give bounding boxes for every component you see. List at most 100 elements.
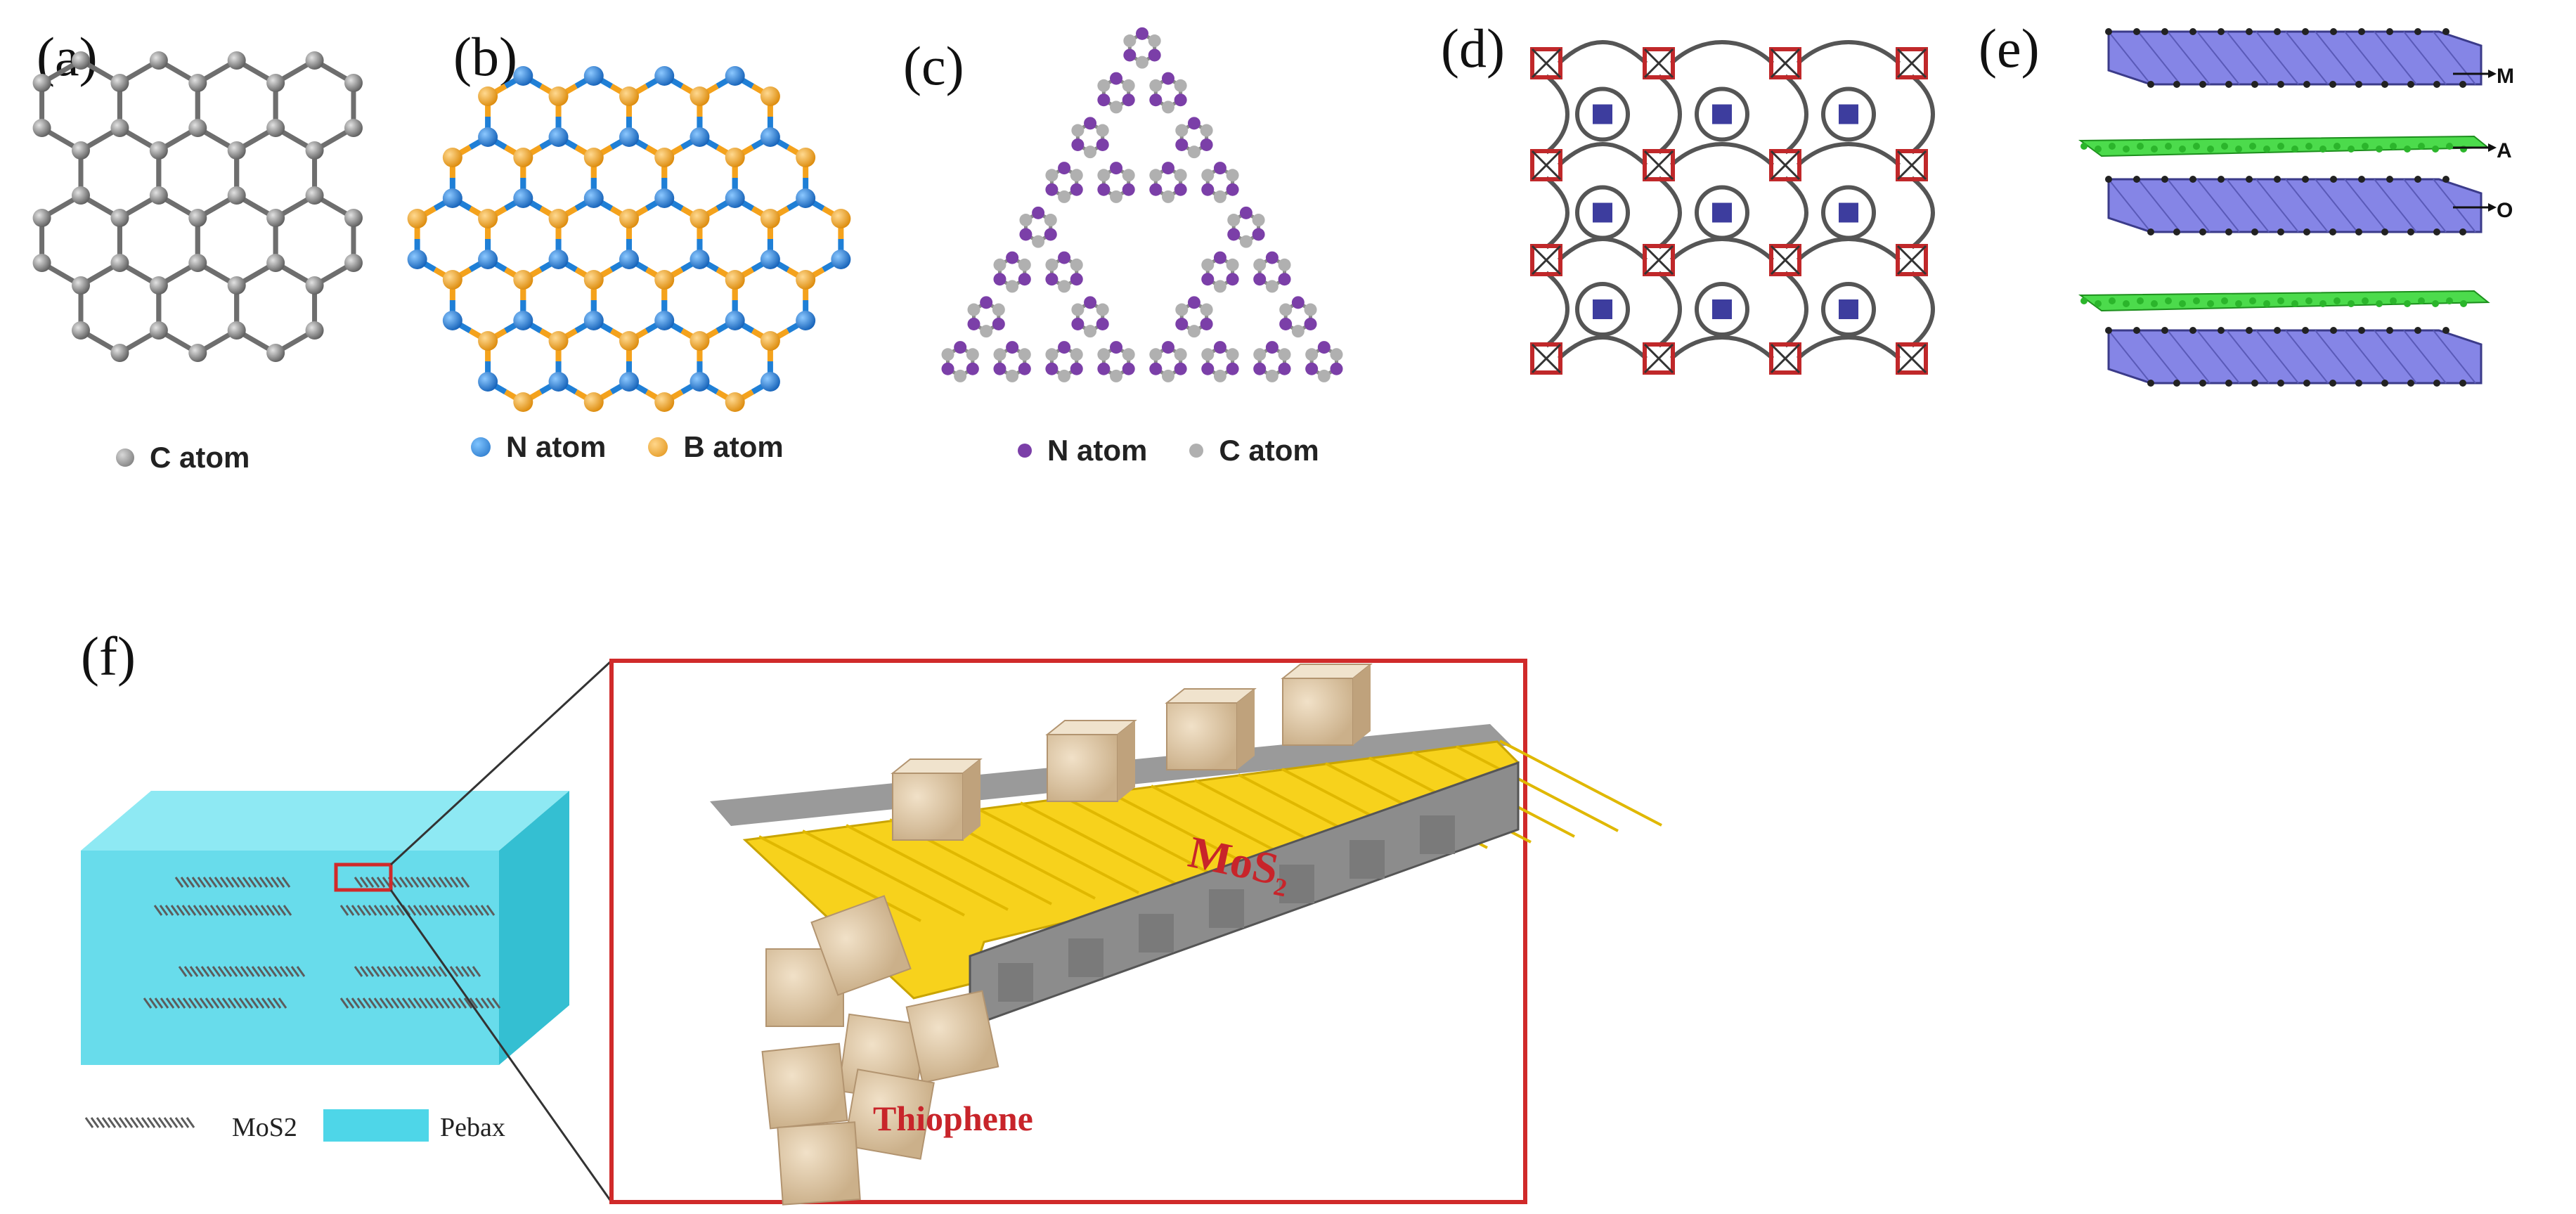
a-atom	[2334, 143, 2341, 150]
mos2-stripe	[187, 905, 197, 916]
n-atom	[760, 127, 780, 147]
mos2-stripe	[221, 997, 231, 1009]
b-atom	[513, 148, 533, 167]
layer-edge	[2344, 179, 2388, 233]
mos2-stripe	[429, 905, 439, 916]
a-atom	[2151, 146, 2158, 153]
mos2-stripe	[221, 905, 231, 916]
n-atom	[1070, 183, 1083, 196]
mos2-stripe	[174, 1117, 184, 1128]
mos2-stripe	[424, 905, 434, 916]
layer-edge	[2108, 31, 2151, 85]
mos2-sheet	[174, 877, 291, 888]
surface-atom	[2355, 380, 2362, 387]
octahedral-layer	[2107, 329, 2483, 385]
mos2-stripe	[345, 997, 355, 1009]
mof-linker	[1657, 176, 1682, 250]
a-atom	[2221, 143, 2228, 150]
mos2-stripe	[413, 997, 422, 1009]
mof-linker	[1557, 335, 1648, 361]
c-atom	[1084, 146, 1097, 159]
mos2-stripe	[212, 966, 221, 977]
layer-edge	[2344, 330, 2388, 384]
mos2-stripe	[455, 966, 465, 977]
mos2-stripe	[226, 905, 236, 916]
layer-edge	[2108, 179, 2151, 233]
thiophene-box	[1165, 688, 1257, 770]
mos2-stripe	[370, 877, 380, 888]
surface-atom	[2199, 228, 2206, 235]
b-atom-swatch	[648, 437, 668, 457]
n-atom	[1058, 251, 1071, 264]
conveyor-bracket	[1139, 914, 1174, 953]
metal-node-cross	[1643, 343, 1674, 374]
a-atom	[2193, 143, 2200, 150]
b-atom	[442, 148, 462, 167]
mos2-stripe	[359, 966, 369, 977]
layer-edge	[2137, 31, 2181, 85]
surface-atom	[2161, 327, 2168, 334]
mos2-stripe	[376, 877, 386, 888]
mos2-stripe	[101, 1117, 111, 1128]
layer-edge	[2433, 31, 2476, 85]
c-atom	[1097, 169, 1111, 182]
c-atom	[1187, 325, 1200, 338]
metal-node-cross	[1770, 343, 1801, 374]
n-atom	[1161, 341, 1174, 354]
n-atom	[1071, 138, 1085, 151]
metal-node-cross	[1770, 48, 1801, 79]
n-atom	[442, 188, 462, 208]
n-atom	[583, 66, 604, 86]
n-atom	[478, 372, 498, 392]
mos2-stripe	[206, 966, 216, 977]
mof-linker	[1796, 40, 1901, 65]
mof-linker	[1796, 335, 1901, 361]
n-atom	[1122, 362, 1135, 375]
b-atom	[725, 270, 745, 290]
n-atom	[1045, 362, 1059, 375]
n-atom	[1058, 341, 1071, 354]
mos2-stripe	[181, 905, 191, 916]
mos2-stripe	[247, 877, 257, 888]
surface-atom	[2277, 228, 2284, 235]
mos2-stripe	[351, 997, 361, 1009]
mos2-stripe	[480, 905, 490, 916]
arrow-o-head	[2488, 203, 2497, 212]
mos2-stripe	[432, 966, 442, 977]
c-atom	[1122, 79, 1135, 92]
metal-node	[1896, 149, 1928, 181]
n-atom	[1175, 317, 1189, 330]
surface-atom	[2218, 28, 2225, 35]
n-atom	[1330, 362, 1343, 375]
c-atom	[1201, 348, 1215, 361]
b-atom	[619, 209, 639, 228]
mos2-stripe	[396, 997, 406, 1009]
a-atom	[2207, 146, 2214, 153]
mos2-stripe	[227, 997, 237, 1009]
mos2-stripe	[266, 997, 276, 1009]
c-atom	[1226, 348, 1239, 361]
surface-atom	[2147, 81, 2154, 88]
mof-linker	[1910, 74, 1935, 155]
mos2-stripe	[174, 877, 184, 888]
surface-atom	[2358, 28, 2365, 35]
mos2-stripe	[421, 877, 431, 888]
c-atom	[149, 276, 168, 295]
box-side	[963, 759, 980, 840]
n-atom	[690, 372, 710, 392]
n-atom	[1045, 273, 1059, 286]
n-atom	[1174, 362, 1187, 375]
zoom-highlight-box	[334, 863, 393, 892]
thiophene-falling-label: Thiophene	[873, 1099, 1033, 1138]
mos2-sheet	[143, 997, 287, 1009]
mos2-stripe	[446, 997, 456, 1009]
c-atom	[227, 141, 246, 160]
mof-linker	[1557, 40, 1648, 65]
mof-linker	[1557, 237, 1648, 262]
a-atom	[2193, 297, 2200, 304]
c-atom	[1265, 280, 1279, 293]
layer-edge	[2108, 330, 2151, 384]
mos2-stripe	[393, 966, 403, 977]
c-atom	[1110, 101, 1123, 114]
b-atom	[583, 270, 604, 290]
